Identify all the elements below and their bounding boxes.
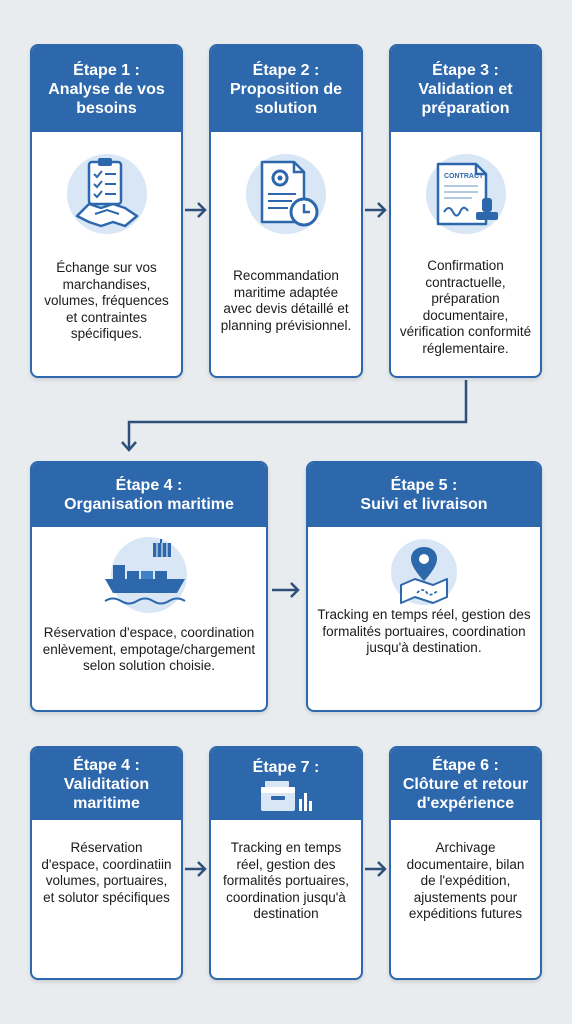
step-number: Étape 3 : — [432, 61, 499, 79]
step-body: Échange sur vos marchandises, volumes, f… — [32, 132, 181, 376]
step-description: Archivage documentaire, bilan de l'expéd… — [406, 840, 525, 921]
step-title: Validation et préparation — [418, 80, 513, 117]
archive-box-chart-icon — [259, 781, 313, 818]
step-card-2: Étape 2 : Proposition de solution Recomm… — [209, 44, 363, 378]
step-title: Validitation maritime — [63, 775, 150, 812]
step-card-3: Étape 3 : Validation et préparation CONT… — [389, 44, 542, 378]
step-card-6: Étape 4 : Validitation maritime Réservat… — [30, 746, 183, 980]
arrow-right-icon — [270, 580, 302, 605]
step-description: Échange sur vos marchandises, volumes, f… — [44, 260, 169, 341]
step-body: Réservation d'espace, coordination enlèv… — [32, 527, 266, 710]
step-description: Réservation d'espace, coordinatiin volum… — [41, 840, 172, 905]
contract-stamp-icon: CONTRACT — [424, 152, 508, 236]
step-header: Étape 4 : Organisation maritime — [32, 463, 266, 527]
step-description: Réservation d'espace, coordination enlèv… — [42, 625, 256, 673]
step-body: Tracking en temps réel, gestion des form… — [211, 820, 361, 978]
step-description: Tracking en temps réel, gestion des form… — [222, 840, 350, 921]
step-header: Étape 5 : Suivi et livraison — [308, 463, 540, 527]
step-header: Étape 1 : Analyse de vos besoins — [32, 46, 181, 132]
step-number: Étape 7 : — [252, 759, 320, 776]
clipboard-handshake-icon — [65, 152, 149, 236]
step-title: Analyse de vos besoins — [48, 80, 165, 117]
step-number: Étape 4 : — [115, 477, 183, 494]
connector-down-arrow-icon — [118, 378, 472, 463]
arrow-right-icon — [363, 200, 389, 225]
step-title: Clôture et retour d'expérience — [402, 775, 529, 812]
step-title: Proposition de solution — [230, 80, 342, 117]
step-number: Étape 2 : — [252, 61, 320, 79]
step-body: Réservation d'espace, coordinatiin volum… — [32, 820, 181, 978]
step-card-4: Étape 4 : Organisation maritime Réservat… — [30, 461, 268, 712]
step-body: Recommandation maritime adaptée avec dev… — [211, 132, 361, 376]
step-body: CONTRACT Confirmation contractuelle, pré… — [391, 132, 540, 376]
step-title: Suivi et livraison — [360, 496, 488, 513]
step-header: Étape 6 : Clôture et retour d'expérience — [391, 748, 540, 820]
arrow-right-icon — [183, 859, 209, 884]
contract-label: CONTRACT — [444, 173, 484, 180]
step-header: Étape 2 : Proposition de solution — [211, 46, 361, 132]
step-header: Étape 3 : Validation et préparation — [391, 46, 540, 132]
step-title: Organisation maritime — [64, 496, 234, 513]
step-description: Tracking en temps réel, gestion des form… — [317, 607, 531, 655]
step-card-5: Étape 5 : Suivi et livraison Tracking en… — [306, 461, 542, 712]
step-card-8: Étape 6 : Clôture et retour d'expérience… — [389, 746, 542, 980]
step-number: Étape 6 : — [432, 756, 499, 774]
map-pin-route-icon — [389, 537, 459, 607]
step-number: Étape 1 : — [73, 61, 140, 79]
step-body: Archivage documentaire, bilan de l'expéd… — [391, 820, 540, 978]
document-gear-clock-icon — [244, 152, 328, 236]
cargo-ship-crane-icon — [99, 535, 199, 615]
step-description: Confirmation contractuelle, préparation … — [399, 258, 532, 356]
step-number: Étape 5 : — [390, 477, 458, 494]
step-header: Étape 7 : — [211, 748, 361, 820]
step-description: Recommandation maritime adaptée avec dev… — [220, 268, 352, 333]
step-body: Tracking en temps réel, gestion des form… — [308, 527, 540, 710]
step-card-7: Étape 7 : Tracking en temps réel, gestio… — [209, 746, 363, 980]
step-number: Étape 4 : — [73, 756, 140, 774]
step-card-1: Étape 1 : Analyse de vos besoins Échange… — [30, 44, 183, 378]
arrow-right-icon — [183, 200, 209, 225]
arrow-right-icon — [363, 859, 389, 884]
step-header: Étape 4 : Validitation maritime — [32, 748, 181, 820]
